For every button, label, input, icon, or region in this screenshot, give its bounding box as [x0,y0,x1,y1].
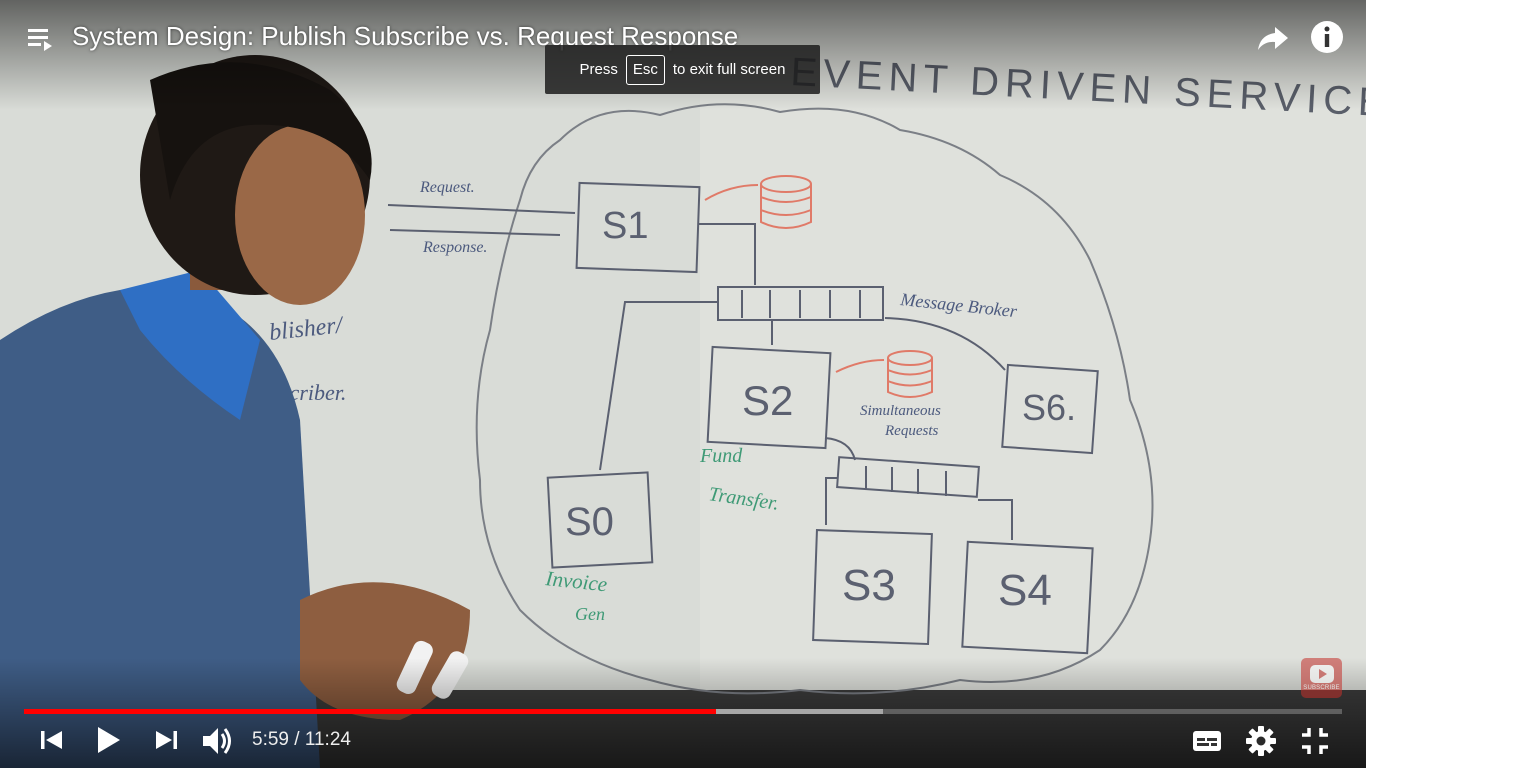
service-label-s6: S6. [1022,387,1076,428]
database-s2 [887,350,933,398]
playlist-icon [28,29,52,51]
service-box-s4 [961,540,1094,655]
database-s1 [760,175,812,229]
captions-icon [1193,731,1221,751]
exit-fullscreen-icon [1302,728,1328,754]
volume-button[interactable] [198,722,236,760]
next-icon [156,731,177,749]
share-button[interactable] [1255,20,1291,56]
video-player[interactable]: EVENT DRIVEN SERVICES S1 Request. Respon… [0,0,1366,768]
progress-played [24,709,716,714]
settings-button[interactable] [1244,724,1278,758]
captions-button[interactable] [1190,725,1224,757]
previous-button[interactable] [36,724,68,756]
volume-icon [203,728,231,754]
response-label: Response. [422,239,487,256]
play-icon [98,727,120,753]
gen-label: Gen [575,604,605,624]
exit-fullscreen-notice: Press Esc to exit full screen [545,45,820,94]
time-display: 5:59 / 11:24 [252,729,351,751]
previous-icon [41,731,62,749]
simultaneous-label-1: Simultaneous [860,403,941,419]
notice-prefix: Press [579,61,618,78]
duration: 11:24 [304,729,351,750]
info-icon [1311,21,1343,53]
presenter [0,55,470,768]
gear-icon [1246,726,1276,756]
service-box-s1 [575,181,701,274]
share-icon [1258,27,1288,50]
fund-label: Fund [699,445,743,467]
progress-bar[interactable] [24,709,1342,714]
service-box-s3 [812,529,933,646]
playlist-button[interactable] [26,24,56,54]
fund-transfer-queue [836,456,980,498]
info-button[interactable] [1310,20,1344,54]
service-box-s6 [1001,363,1099,455]
service-label-s1: S1 [602,205,648,247]
play-button[interactable] [90,720,128,760]
time-separator: / [294,729,300,750]
simultaneous-label-2: Requests [884,423,938,439]
message-broker-queue [717,286,884,321]
cloud-outline [475,103,1154,695]
subscribe-watermark[interactable]: SUBSCRIBE [1301,658,1342,698]
notice-suffix: to exit full screen [672,61,786,78]
service-label-s0: S0 [565,500,614,544]
current-time: 5:59 [252,729,289,750]
exit-fullscreen-button[interactable] [1298,724,1332,758]
service-box-s0 [546,471,654,569]
next-button[interactable] [150,724,182,756]
esc-key-badge: Esc [625,54,665,85]
subscribe-watermark-label: SUBSCRIBE [1303,685,1340,691]
service-label-s3: S3 [842,561,896,610]
service-box-s2 [706,345,832,450]
service-label-s4: S4 [998,566,1052,615]
youtube-logo-icon [1309,665,1334,683]
request-label: Request. [419,179,475,196]
service-label-s2: S2 [742,377,793,424]
video-frame: EVENT DRIVEN SERVICES S1 Request. Respon… [0,50,1366,768]
